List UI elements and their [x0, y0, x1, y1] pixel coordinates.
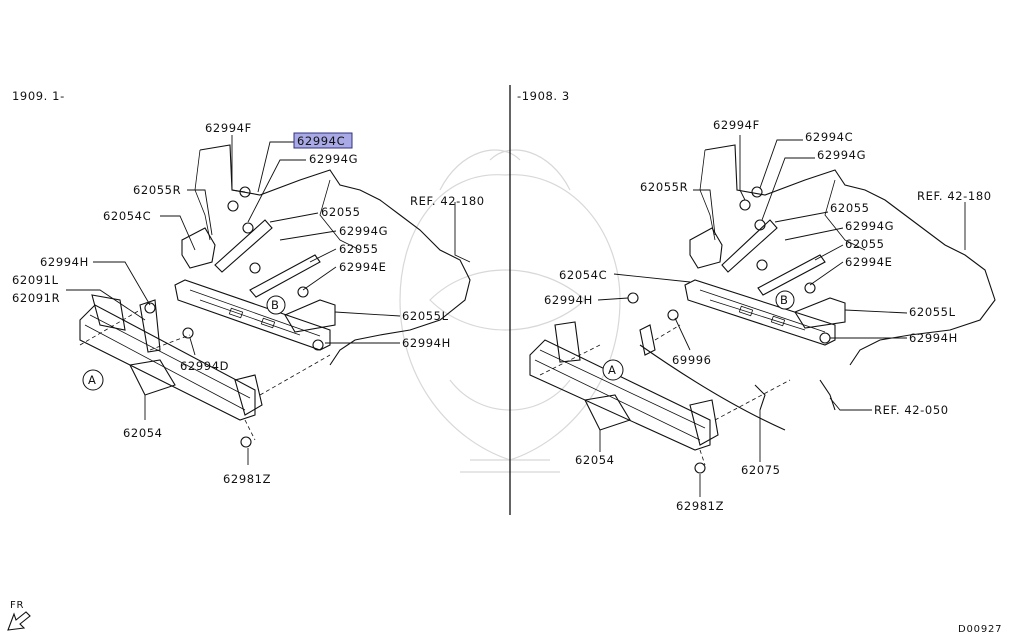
- right-label-ref-42-180[interactable]: REF. 42-180: [917, 189, 992, 203]
- front-indicator-label: FR: [10, 600, 24, 611]
- right-label-62994G-top[interactable]: 62994G: [817, 148, 866, 162]
- right-label-62055-b[interactable]: 62055: [845, 237, 885, 251]
- right-apron-edge: [699, 149, 716, 241]
- left-crossmember-hole: [228, 307, 244, 319]
- left-label-62055R[interactable]: 62055R: [133, 183, 181, 197]
- right-marker-b: [775, 290, 795, 310]
- left-label-62994G-top[interactable]: 62994G: [309, 152, 358, 166]
- left-bumper-side-bracket: [91, 294, 126, 331]
- left-label-62054[interactable]: 62054: [123, 426, 163, 440]
- left-date-range: 1909. 1-: [12, 89, 65, 103]
- left-bracket-62054C: [181, 227, 216, 269]
- left-crossmember: [174, 279, 331, 351]
- left-label-62994C[interactable]: 62994C: [297, 134, 345, 148]
- left-label-62055-b[interactable]: 62055: [339, 242, 379, 256]
- left-panel: A B 1909. 1- 62994F 62994C 62994G 62055R…: [12, 89, 485, 486]
- right-date-range: -1908. 3: [517, 89, 570, 103]
- right-marker-b-label: B: [780, 293, 789, 307]
- left-label-62981Z[interactable]: 62981Z: [223, 472, 271, 486]
- right-crossmember: [684, 279, 836, 346]
- left-crossmember-detail: [189, 289, 321, 337]
- left-label-ref-42-180[interactable]: REF. 42-180: [410, 194, 485, 208]
- right-label-62994F[interactable]: 62994F: [713, 118, 760, 132]
- right-bolts: [627, 186, 831, 474]
- right-crossmember-detail: [699, 289, 826, 333]
- left-bracket-62091: [139, 299, 161, 353]
- right-body-outline: [704, 144, 996, 366]
- right-cable-62075: [639, 344, 786, 431]
- left-label-62091L[interactable]: 62091L: [12, 273, 59, 287]
- right-bumper-side-bracket: [554, 321, 581, 363]
- right-crossmember-hole: [770, 315, 786, 327]
- right-bracket-62055-b: [757, 254, 826, 296]
- right-dashed-lines: [539, 324, 791, 466]
- right-panel: A B -1908. 3 62994F 62994C 62994G 62055R…: [517, 89, 996, 513]
- right-label-62054C[interactable]: 62054C: [559, 268, 607, 282]
- left-apron-inner: [319, 179, 361, 251]
- left-marker-b: [266, 295, 286, 315]
- left-apron-edge: [194, 149, 211, 241]
- left-label-62055-a[interactable]: 62055: [321, 205, 361, 219]
- right-label-62054[interactable]: 62054: [575, 453, 615, 467]
- right-label-62075[interactable]: 62075: [741, 463, 781, 477]
- left-label-62994F[interactable]: 62994F: [205, 121, 252, 135]
- right-bracket-62055-a: [721, 219, 778, 273]
- left-label-62994G-mid[interactable]: 62994G: [339, 224, 388, 238]
- left-bracket-62055-b: [249, 254, 321, 298]
- right-label-62994C[interactable]: 62994C: [805, 130, 853, 144]
- left-bumper-center-box: [129, 359, 176, 396]
- left-bracket-62055-a: [214, 219, 273, 273]
- right-label-62994G-mid[interactable]: 62994G: [845, 219, 894, 233]
- left-label-62055L[interactable]: 62055L: [402, 309, 449, 323]
- left-marker-b-label: B: [271, 298, 280, 312]
- right-bumper-center-box: [584, 394, 631, 431]
- left-label-62994E[interactable]: 62994E: [339, 260, 386, 274]
- left-crossmember-hole: [260, 317, 276, 329]
- right-label-62055R[interactable]: 62055R: [640, 180, 688, 194]
- right-marker-a-label: A: [608, 363, 616, 377]
- left-body-outline: [199, 144, 471, 366]
- left-leaders: [66, 135, 471, 465]
- right-bumper-beam: [529, 339, 711, 451]
- left-marker-a: [82, 369, 104, 391]
- right-bracket-tail: [819, 379, 836, 411]
- right-label-69996[interactable]: 69996: [672, 353, 712, 367]
- right-leaders: [597, 135, 966, 497]
- right-crossmember-hole: [738, 305, 754, 317]
- right-apron-inner: [824, 179, 866, 251]
- selected-part-highlight: [293, 132, 353, 149]
- left-label-62091R[interactable]: 62091R: [12, 291, 60, 305]
- left-bolts: [144, 186, 324, 448]
- right-label-62055-a[interactable]: 62055: [830, 201, 870, 215]
- left-label-62994H-right[interactable]: 62994H: [402, 336, 451, 350]
- left-bracket-62055L: [284, 299, 336, 333]
- left-label-62054C[interactable]: 62054C: [103, 209, 151, 223]
- right-bracket-62055R: [689, 227, 723, 269]
- right-label-62994H-left[interactable]: 62994H: [544, 293, 593, 307]
- diagram-code: D00927: [958, 624, 1002, 635]
- left-label-62994D[interactable]: 62994D: [180, 359, 229, 373]
- left-label-62994H-left[interactable]: 62994H: [40, 255, 89, 269]
- right-cable-hook: [754, 384, 766, 411]
- right-bracket-62055L: [794, 297, 846, 329]
- right-label-62055L[interactable]: 62055L: [909, 305, 956, 319]
- right-bumper-end-bracket: [689, 399, 719, 446]
- right-marker-a: [602, 359, 624, 381]
- left-bumper-end-bracket: [234, 374, 263, 416]
- right-label-62994E[interactable]: 62994E: [845, 255, 892, 269]
- right-cable-clip: [639, 324, 656, 356]
- right-label-62994H-right[interactable]: 62994H: [909, 331, 958, 345]
- left-marker-a-label: A: [88, 373, 96, 387]
- front-arrow-icon: [7, 611, 31, 631]
- right-label-ref-42-050[interactable]: REF. 42-050: [874, 403, 949, 417]
- right-label-62981Z[interactable]: 62981Z: [676, 499, 724, 513]
